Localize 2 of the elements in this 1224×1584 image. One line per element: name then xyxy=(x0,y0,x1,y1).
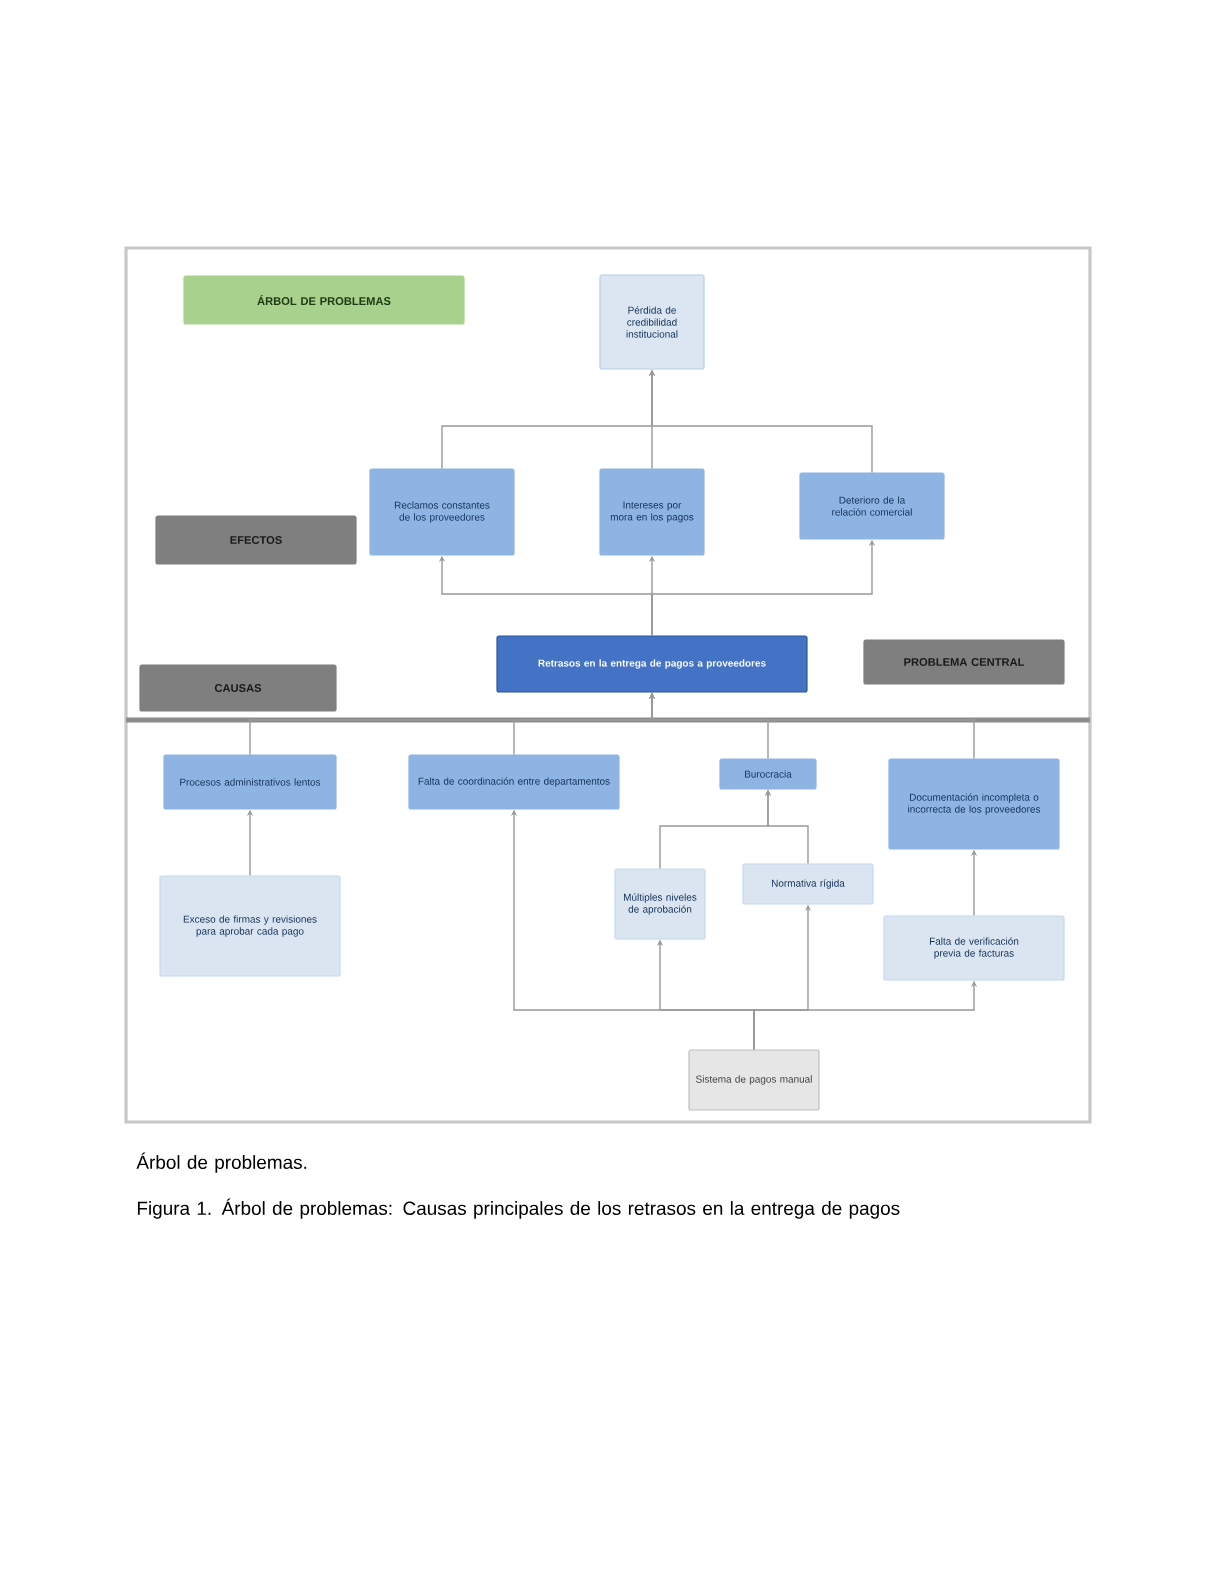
caption: Figura 1. Árbol de problemas: Causas principales de los retrasos en la entrega de pagos xyxy=(137,1198,900,1219)
figure-title: Árbol de problemas. xyxy=(136,1152,307,1173)
